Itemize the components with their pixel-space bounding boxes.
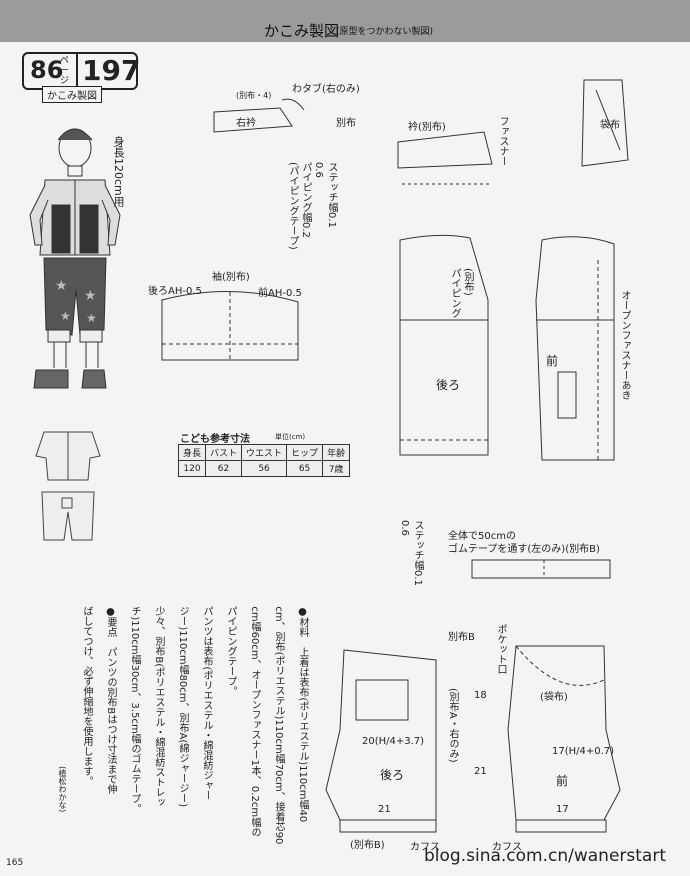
length-back-measure: 18 bbox=[474, 690, 487, 701]
materials-line: 少々、別布B(ポリエステル・綿混紡ストレッ bbox=[153, 606, 164, 808]
materials-line: cm幅60cm、オープンファスナー1本、0.2cm幅の bbox=[249, 606, 260, 838]
back-pants-label: 後ろ bbox=[380, 768, 405, 782]
materials-line: チ)110cm幅30cm、3.5cm幅のゴムテープ。 bbox=[129, 606, 140, 814]
tab-label: わタブ(右のみ) bbox=[292, 84, 360, 95]
svg-text:★: ★ bbox=[86, 311, 97, 325]
right-collar-label: 右衿 bbox=[236, 118, 256, 129]
materials-line: パイピングテープ。 bbox=[225, 606, 236, 697]
back-label: 後ろ bbox=[436, 378, 461, 392]
page-number: 165 bbox=[6, 858, 24, 868]
sleeve-label: 袖(別布) bbox=[212, 272, 250, 283]
stitch-width-note-2: ステッチ幅0.1 0.6 bbox=[399, 520, 423, 586]
front-label: 前 bbox=[546, 354, 559, 368]
sleeve-piece bbox=[161, 291, 299, 361]
page-reference-label: かこみ製図 bbox=[42, 86, 102, 103]
front-bodice-piece bbox=[535, 236, 615, 461]
stitch-width-note: ステッチ幅0.1 0.6 パイピング幅0.2 (パイピングテープ) bbox=[287, 162, 337, 250]
watermark-text: blog.sina.com.cn/wanerstart bbox=[424, 846, 666, 866]
front-pants-label: 前 bbox=[556, 774, 569, 788]
size-table-header: ウエスト bbox=[241, 444, 288, 461]
size-table-header: バスト bbox=[205, 444, 243, 461]
inseam-front-measure: 17 bbox=[556, 804, 569, 815]
open-zipper-label: オープンファスナーあき bbox=[619, 290, 630, 400]
size-table-cell: 7歳 bbox=[322, 460, 351, 477]
size-table-cell: 62 bbox=[205, 460, 243, 477]
pattern-lines bbox=[161, 79, 629, 833]
back-pants-piece bbox=[325, 649, 437, 821]
bekkofu-label: 別布 bbox=[336, 118, 356, 129]
pocket-bag-label: 袋布 bbox=[600, 120, 620, 131]
size-table-row: 120 62 56 65 7歳 bbox=[177, 460, 351, 477]
waist-back-measure: 20(H/4+3.7) bbox=[362, 736, 425, 747]
svg-text:★: ★ bbox=[84, 288, 97, 304]
pocket-opening-label: ポケット口 bbox=[495, 624, 506, 674]
fastener-label: ファスナー bbox=[497, 116, 508, 166]
pattern-number: 197 bbox=[76, 54, 140, 87]
size-table-header: 年齢 bbox=[322, 444, 351, 461]
size-table: 身長 バスト ウエスト ヒップ 年齢 120 62 56 65 7歳 bbox=[177, 444, 351, 477]
pocket-bag-label-2: (袋布) bbox=[540, 692, 568, 703]
size-table-header-row: 身長 バスト ウエスト ヒップ 年齢 bbox=[177, 444, 351, 461]
collar-piece bbox=[397, 131, 493, 169]
materials-line: cm、別布(ポリエステル)110cm幅70cm、接着芯90 bbox=[273, 606, 284, 845]
size-table-header: 身長 bbox=[177, 444, 207, 461]
header-title: かこみ製図 bbox=[264, 22, 340, 40]
right-collar-piece bbox=[213, 107, 293, 133]
inseam-back-measure: 21 bbox=[378, 804, 391, 815]
materials-line: パンツは表布(ポリエステル・綿混紡ジャー bbox=[201, 606, 212, 801]
header-subtitle: (原型をつかわない製図) bbox=[336, 27, 434, 37]
tab-bekkofu-label: (別布・4) bbox=[236, 91, 272, 100]
page-reference-number: 86 bbox=[30, 56, 64, 84]
waist-front-measure: 17(H/4+0.7) bbox=[552, 746, 615, 757]
size-table-cell: 56 bbox=[241, 460, 288, 477]
figure-height-note: 身長120cm用 bbox=[112, 136, 125, 207]
materials-text: ●材料 上着は表布(ポリエステル)110cm幅40 cm、別布(ポリエステル)1… bbox=[80, 600, 320, 844]
page-header: かこみ製図 (原型をつかわない製図) bbox=[0, 0, 690, 42]
materials-credit: (植松わかな) bbox=[58, 766, 67, 813]
garment-thumbnails bbox=[35, 431, 101, 541]
materials-line: ●要点 パンツの別布Bはつけ寸法まで伸 bbox=[105, 606, 116, 795]
front-ah-label: 前AH-0.5 bbox=[258, 288, 302, 299]
cuffs-label: カフス bbox=[410, 842, 440, 853]
pocket-bag-piece bbox=[581, 79, 629, 167]
bekkofu-b-label: 別布B bbox=[448, 632, 475, 643]
back-bodice-piece bbox=[399, 234, 489, 456]
svg-text:★: ★ bbox=[60, 309, 71, 323]
size-table-cell: 65 bbox=[286, 460, 324, 477]
page-reference-suffix: ページ bbox=[60, 56, 70, 86]
size-table-unit: 単位(cm) bbox=[275, 433, 306, 441]
svg-text:★: ★ bbox=[55, 278, 68, 294]
size-table-title: こども参考寸法 bbox=[180, 434, 250, 445]
piping-label: (別布) パイピング bbox=[449, 268, 473, 318]
cuffs-bekkofu-b-label: (別布B) bbox=[350, 840, 385, 851]
page-reference-box: 86 ページ 197 bbox=[22, 52, 140, 90]
materials-line: ●材料 上着は表布(ポリエステル)110cm幅40 bbox=[297, 606, 308, 823]
boy-illustration: ★ ★ ★ ★ bbox=[29, 128, 121, 389]
length-front-measure: 21 bbox=[474, 766, 487, 777]
elastic-band-piece bbox=[471, 559, 611, 579]
materials-line: ジー)110cm幅80cm、別布A(綿ジャージー) bbox=[177, 606, 188, 808]
size-table-header: ヒップ bbox=[286, 444, 324, 461]
collar-label: 衿(別布) bbox=[408, 122, 446, 133]
bekkofu-a-label: (別布A・右のみ) bbox=[447, 688, 458, 763]
front-pants-piece bbox=[507, 645, 621, 821]
elastic-note: 全体で50cmの ゴムテープを通す(左のみ)(別布B) bbox=[448, 531, 600, 555]
back-ah-label: 後ろAH-0.5 bbox=[148, 286, 202, 297]
cuffs-label-2: カフス bbox=[492, 842, 522, 853]
size-table-cell: 120 bbox=[177, 460, 207, 477]
materials-line: ばしてつけ、必ず伸縮地を使用します。 bbox=[81, 606, 92, 787]
